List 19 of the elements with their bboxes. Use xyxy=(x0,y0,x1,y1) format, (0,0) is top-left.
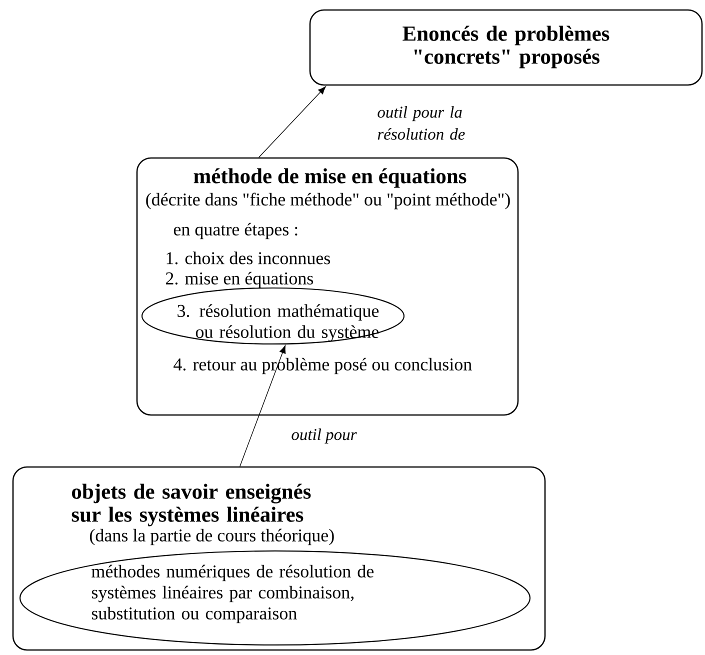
knowledge-box xyxy=(12,466,546,651)
arrow xyxy=(240,345,286,467)
edge-label: outil pour la résolution de xyxy=(378,106,465,140)
statement-box xyxy=(309,9,703,86)
box-note: (dans la partie de cours théorique) xyxy=(90,528,334,546)
arrow xyxy=(258,86,326,158)
step-item: 2. mise en équations xyxy=(166,272,314,288)
box-heading: Enoncés de problèmes "concrets" proposés xyxy=(402,26,610,68)
step-intro: en quatre étapes : xyxy=(174,222,298,240)
step-item: 3. résolution mathématique ou résolution du système xyxy=(178,304,379,342)
method-box xyxy=(136,157,519,416)
box-heading: objets de savoir enseignés sur les systèmes linéaires xyxy=(72,484,311,526)
box-note: (décrite dans "fiche méthode" ou "point méthode") xyxy=(146,192,510,210)
edge-label: outil pour xyxy=(292,428,357,444)
step-item: 1. choix des inconnues xyxy=(166,252,330,264)
method-ellipse xyxy=(19,550,531,646)
box-heading: méthode de mise en équations xyxy=(194,168,466,188)
step-ellipse xyxy=(141,287,405,345)
ellipse-text: méthodes numériques de résolution de systèmes linéaires par combinaison, substitution ou comparaison xyxy=(92,564,374,624)
